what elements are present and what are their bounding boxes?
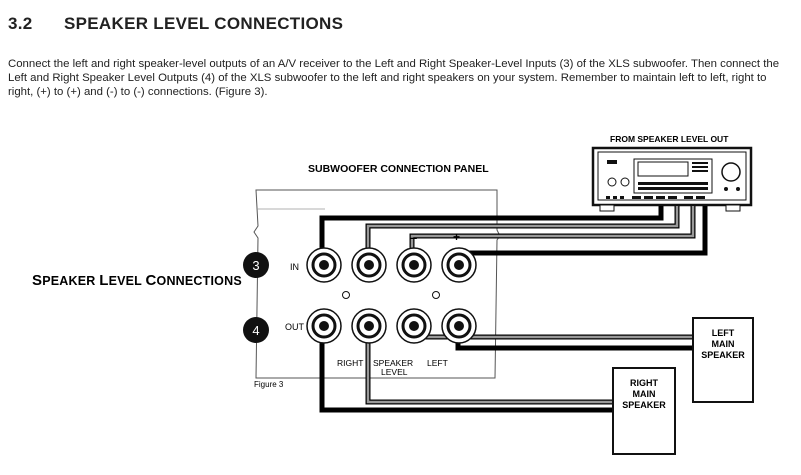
svg-text:LEFT: LEFT [712, 328, 735, 338]
av-receiver [591, 146, 753, 212]
instructions-paragraph: Connect the left and right speaker-level… [8, 58, 780, 98]
terminal-in-4 [441, 247, 477, 283]
terminal-in-2 [351, 247, 387, 283]
figure-caption: Figure 3 [254, 380, 284, 389]
terminal-in-1 [306, 247, 342, 283]
receiver-label: FROM SPEAKER LEVEL OUT [610, 134, 729, 144]
callout-4: 4 [243, 317, 269, 343]
terminal-out-3 [396, 308, 432, 344]
speaker-level-label: SPEAKER [373, 358, 413, 368]
svg-text:RIGHT: RIGHT [630, 378, 659, 388]
section-heading: 3.2 SPEAKER LEVEL CONNECTIONS [8, 14, 343, 34]
speaker-level-label-2: LEVEL [381, 367, 408, 377]
right-main-speaker: RIGHT MAIN SPEAKER [612, 367, 676, 455]
minus-sign: – [410, 230, 417, 245]
plus-sign: + [453, 230, 460, 244]
terminal-out-2 [351, 308, 387, 344]
callout-3: 3 [243, 252, 269, 278]
speaker-level-connections-label: SPEAKER LEVEL CONNECTIONS [32, 272, 242, 289]
out-label: OUT [285, 322, 305, 332]
out-terminals [306, 308, 477, 344]
section-number: 3.2 [8, 14, 33, 33]
right-label: RIGHT [337, 358, 363, 368]
terminal-in-3 [396, 247, 432, 283]
panel-label: SUBWOOFER CONNECTION PANEL [308, 163, 489, 175]
section-title: SPEAKER LEVEL CONNECTIONS [64, 14, 344, 33]
svg-text:MAIN: MAIN [633, 389, 656, 399]
in-terminals [306, 247, 477, 283]
svg-text:SPEAKER: SPEAKER [622, 400, 666, 410]
wire-in-right-minus [319, 206, 664, 262]
svg-text:4: 4 [252, 323, 259, 338]
svg-text:3: 3 [252, 258, 259, 273]
wire-out-right-minus [319, 326, 612, 413]
in-label: IN [290, 262, 299, 272]
svg-text:SPEAKER: SPEAKER [701, 350, 745, 360]
left-label: LEFT [427, 358, 448, 368]
terminal-out-4 [441, 308, 477, 344]
svg-text:MAIN: MAIN [712, 339, 735, 349]
terminal-out-1 [306, 308, 342, 344]
left-main-speaker: LEFT MAIN SPEAKER [692, 317, 754, 403]
